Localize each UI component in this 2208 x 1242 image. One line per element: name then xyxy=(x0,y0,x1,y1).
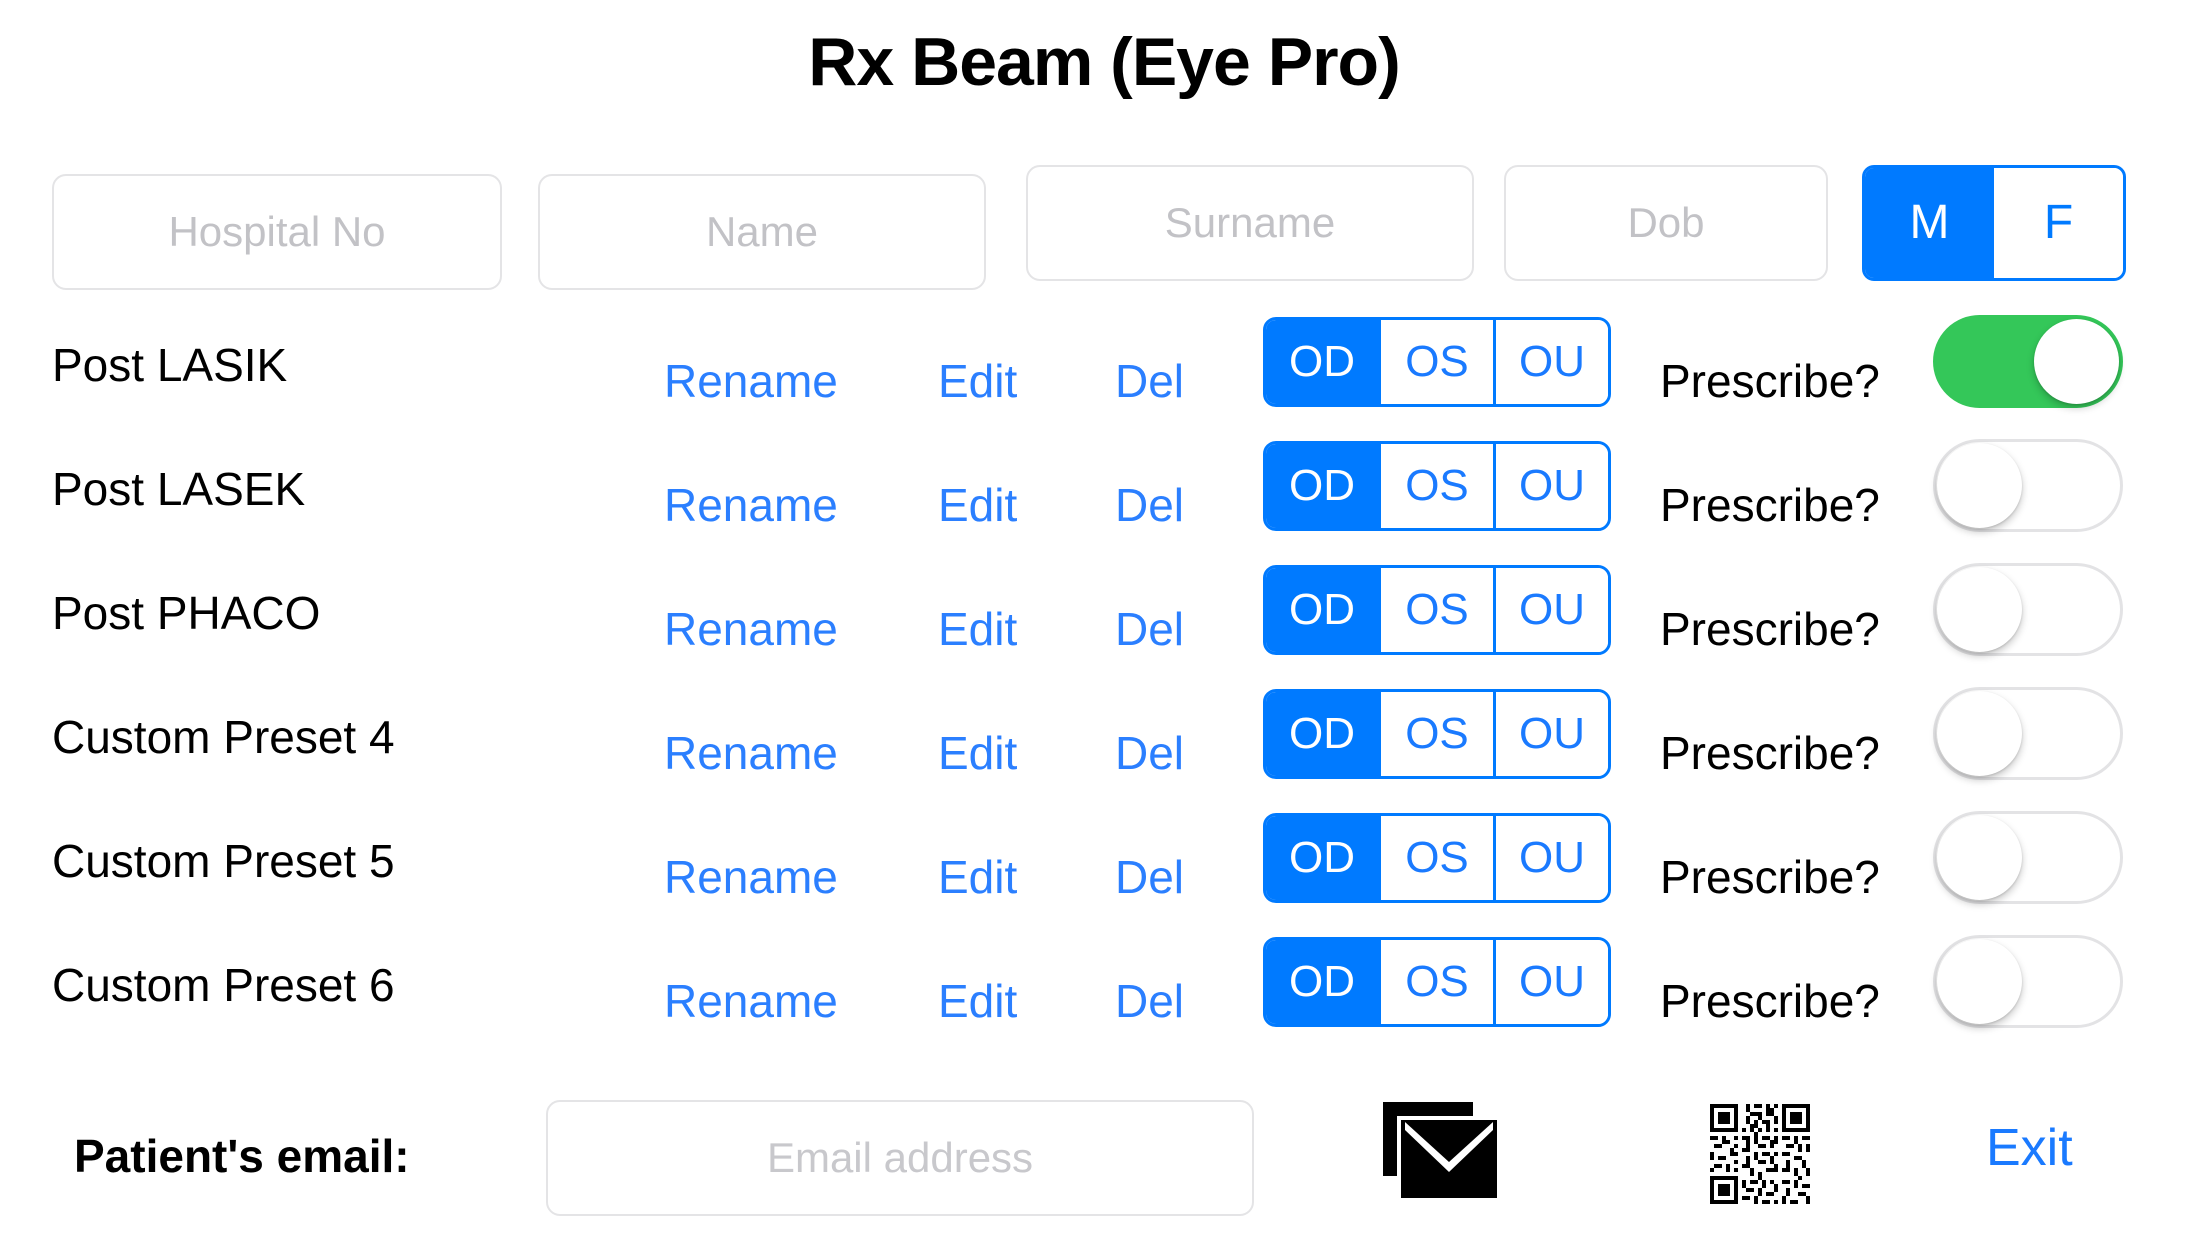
rename-button[interactable]: Rename xyxy=(664,851,838,903)
delete-button[interactable]: Del xyxy=(1115,355,1185,407)
sex-segmented-control[interactable]: M F xyxy=(1862,165,2126,281)
toggle-knob xyxy=(2034,319,2119,404)
eye-option-os[interactable]: OS xyxy=(1378,692,1493,776)
preset-name-label: Custom Preset 4 xyxy=(52,711,395,763)
hospital-no-input[interactable]: Hospital No xyxy=(52,174,502,290)
prescribe-toggle[interactable] xyxy=(1933,811,2123,904)
edit-button[interactable]: Edit xyxy=(938,355,1018,407)
prescribe-toggle[interactable] xyxy=(1933,315,2123,408)
preset-name-label: Post PHACO xyxy=(52,587,321,639)
edit-button[interactable]: Edit xyxy=(938,727,1018,779)
prescribe-label: Prescribe? xyxy=(1660,355,1880,407)
surname-input[interactable]: Surname xyxy=(1026,165,1474,281)
page-title: Rx Beam (Eye Pro) xyxy=(808,24,1400,100)
qr-code-icon[interactable] xyxy=(1710,1104,1810,1204)
delete-button[interactable]: Del xyxy=(1115,603,1185,655)
preset-name-label: Post LASIK xyxy=(52,339,288,391)
eye-option-ou[interactable]: OU xyxy=(1493,816,1608,900)
prescribe-label: Prescribe? xyxy=(1660,975,1880,1027)
eye-option-os[interactable]: OS xyxy=(1378,444,1493,528)
toggle-knob xyxy=(1937,815,2022,900)
edit-button[interactable]: Edit xyxy=(938,603,1018,655)
toggle-knob xyxy=(1937,443,2022,528)
dob-input[interactable]: Dob xyxy=(1504,165,1828,281)
eye-option-od[interactable]: OD xyxy=(1266,568,1378,652)
toggle-knob xyxy=(1937,939,2022,1024)
prescribe-toggle[interactable] xyxy=(1933,935,2123,1028)
delete-button[interactable]: Del xyxy=(1115,479,1185,531)
prescribe-toggle[interactable] xyxy=(1933,439,2123,532)
preset-name-label: Custom Preset 5 xyxy=(52,835,395,887)
eye-option-os[interactable]: OS xyxy=(1378,940,1493,1024)
prescribe-toggle[interactable] xyxy=(1933,563,2123,656)
eye-option-ou[interactable]: OU xyxy=(1493,568,1608,652)
eye-option-ou[interactable]: OU xyxy=(1493,940,1608,1024)
edit-button[interactable]: Edit xyxy=(938,851,1018,903)
prescribe-label: Prescribe? xyxy=(1660,603,1880,655)
edit-button[interactable]: Edit xyxy=(938,975,1018,1027)
preset-name-label: Custom Preset 6 xyxy=(52,959,395,1011)
sex-option-female[interactable]: F xyxy=(1994,168,2123,278)
eye-option-od[interactable]: OD xyxy=(1266,320,1378,404)
eye-option-os[interactable]: OS xyxy=(1378,816,1493,900)
toggle-knob xyxy=(1937,691,2022,776)
delete-button[interactable]: Del xyxy=(1115,727,1185,779)
patient-header-row: Hospital No Name Surname Dob M F xyxy=(0,165,2208,290)
rename-button[interactable]: Rename xyxy=(664,975,838,1027)
edit-button[interactable]: Edit xyxy=(938,479,1018,531)
email-address-input[interactable]: Email address xyxy=(546,1100,1254,1216)
eye-option-os[interactable]: OS xyxy=(1378,320,1493,404)
rename-button[interactable]: Rename xyxy=(664,603,838,655)
eye-option-ou[interactable]: OU xyxy=(1493,692,1608,776)
footer-bar: Patient's email: Email address xyxy=(0,1090,2208,1242)
eye-option-od[interactable]: OD xyxy=(1266,692,1378,776)
eye-option-od[interactable]: OD xyxy=(1266,444,1378,528)
prescribe-label: Prescribe? xyxy=(1660,479,1880,531)
delete-button[interactable]: Del xyxy=(1115,851,1185,903)
delete-button[interactable]: Del xyxy=(1115,975,1185,1027)
name-input[interactable]: Name xyxy=(538,174,986,290)
prescribe-label: Prescribe? xyxy=(1660,727,1880,779)
rename-button[interactable]: Rename xyxy=(664,727,838,779)
toggle-knob xyxy=(1937,567,2022,652)
mail-stack-icon[interactable] xyxy=(1377,1096,1507,1208)
prescribe-label: Prescribe? xyxy=(1660,851,1880,903)
exit-button[interactable]: Exit xyxy=(1986,1119,2073,1177)
rename-button[interactable]: Rename xyxy=(664,479,838,531)
eye-option-ou[interactable]: OU xyxy=(1493,320,1608,404)
rename-button[interactable]: Rename xyxy=(664,355,838,407)
patient-email-label: Patient's email: xyxy=(74,1130,410,1182)
eye-option-ou[interactable]: OU xyxy=(1493,444,1608,528)
eye-option-os[interactable]: OS xyxy=(1378,568,1493,652)
eye-option-od[interactable]: OD xyxy=(1266,816,1378,900)
eye-option-od[interactable]: OD xyxy=(1266,940,1378,1024)
preset-name-label: Post LASEK xyxy=(52,463,306,515)
prescribe-toggle[interactable] xyxy=(1933,687,2123,780)
sex-option-male[interactable]: M xyxy=(1865,168,1994,278)
